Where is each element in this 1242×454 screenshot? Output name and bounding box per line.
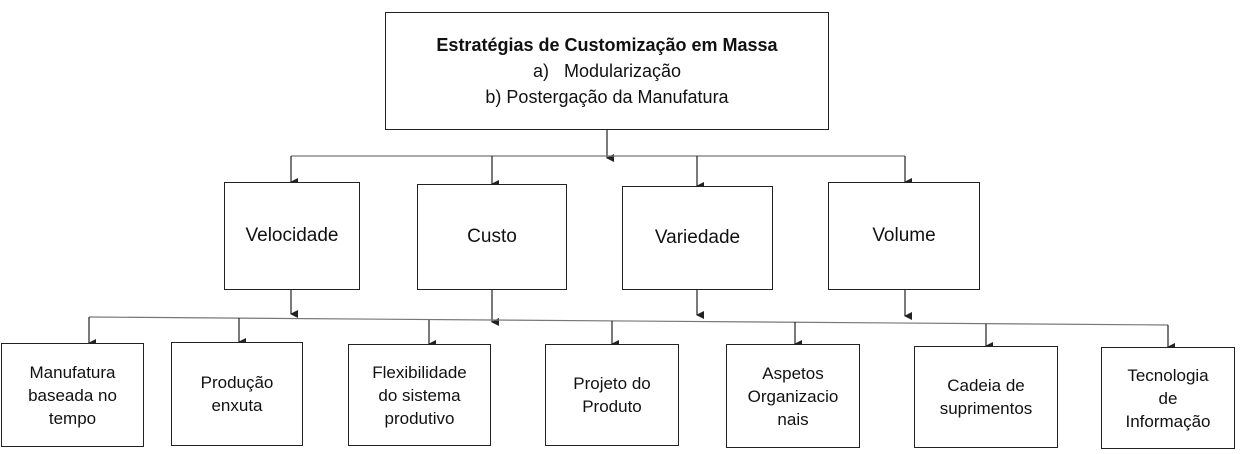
bottom-bus-line <box>88 316 1169 326</box>
factor-flexibilidade: Flexibilidade do sistema produtivo <box>348 344 491 446</box>
factor-producao-enxuta: Produção enxuta <box>171 342 303 446</box>
factor-manufatura-tempo: Manufatura baseada no tempo <box>1 343 144 447</box>
factor-cadeia-suprimentos: Cadeia de suprimentos <box>914 346 1058 448</box>
dimension-volume: Volume <box>828 182 980 290</box>
root-title: Estratégias de Customização em Massa <box>436 35 778 55</box>
factor-projeto-produto: Projeto do Produto <box>545 344 679 446</box>
dimension-custo: Custo <box>417 184 567 290</box>
root-box: Estratégias de Customização em Massa a) … <box>385 12 829 130</box>
root-item-postergacao: b) Postergação da Manufatura <box>485 87 729 107</box>
factor-aspetos-organizacionais: Aspetos Organizacio nais <box>726 344 860 448</box>
root-item-modularizacao: a) Modularização <box>532 61 682 81</box>
factor-tecnologia-informacao: Tecnologia de Informação <box>1101 347 1235 449</box>
dimension-variedade: Variedade <box>622 186 773 290</box>
dimension-velocidade: Velocidade <box>224 182 360 290</box>
